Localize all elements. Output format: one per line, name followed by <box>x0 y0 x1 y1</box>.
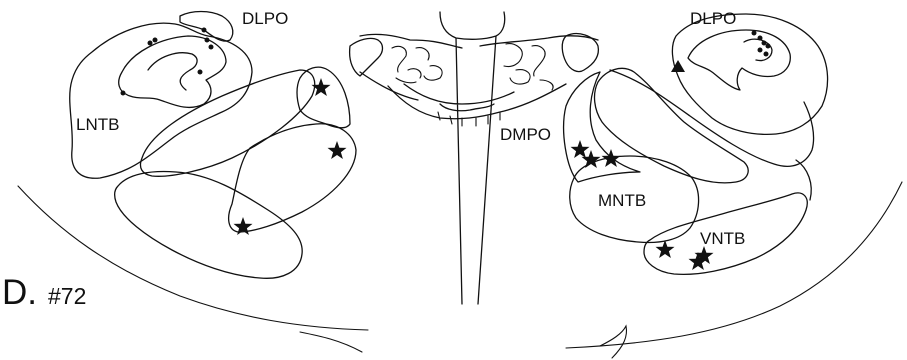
right-lso-dot <box>762 41 767 46</box>
left-lso-inner-fold <box>148 53 197 90</box>
right-star-marker <box>582 150 601 168</box>
panel-letter: D. <box>2 273 37 312</box>
left-midline-lobe <box>350 38 383 76</box>
midline-outline <box>360 12 598 304</box>
right-lso-outline <box>672 14 827 134</box>
right-lso-dot <box>764 52 769 57</box>
left-star-marker <box>328 141 347 159</box>
label-dmpo: DMPO <box>500 125 551 144</box>
left-lso-dot <box>153 38 158 43</box>
panel-case-number: #72 <box>48 283 86 309</box>
left-lso-dot <box>121 91 126 96</box>
left-surface-branch <box>300 332 362 352</box>
right-star-marker <box>571 140 590 158</box>
left-lso-dot <box>198 70 203 75</box>
midline-structure <box>350 12 599 304</box>
left-mntb-outline <box>229 124 356 232</box>
label-dlpo-right: DLPO <box>690 9 736 28</box>
left-superior-olivary-complex: DLPO LNTB <box>70 9 356 278</box>
right-midline-squiggle <box>532 46 553 90</box>
right-lso-dot <box>766 44 771 49</box>
left-lso-dot <box>202 28 207 33</box>
pons-base-rim <box>440 104 494 111</box>
left-lso-dot <box>209 45 214 50</box>
label-dlpo-left: DLPO <box>242 9 288 28</box>
left-midline-squiggle <box>392 46 421 82</box>
label-vntb: VNTB <box>700 229 745 248</box>
right-lso-dot <box>752 31 757 36</box>
right-lso-dot <box>758 36 763 41</box>
left-dmpo-outline <box>297 67 350 128</box>
right-star-marker <box>656 240 675 258</box>
label-lntb: LNTB <box>76 115 119 134</box>
right-mso-outline <box>564 72 640 182</box>
left-lso-dot <box>205 38 210 43</box>
left-mso-outline <box>140 70 314 176</box>
right-surface-branch <box>600 326 626 358</box>
label-mntb: MNTB <box>598 191 646 210</box>
right-superior-olivary-complex: DLPO DMPO MNTB VNTB <box>500 9 828 274</box>
right-midline-squiggle <box>504 44 530 84</box>
left-lso-dot <box>148 41 153 46</box>
right-lso-dot <box>758 48 763 53</box>
pons-base-outline <box>388 84 566 119</box>
left-midline-squiggle <box>416 48 442 81</box>
right-lso-inner-outline <box>688 30 790 90</box>
right-midline-lobe <box>562 34 598 72</box>
